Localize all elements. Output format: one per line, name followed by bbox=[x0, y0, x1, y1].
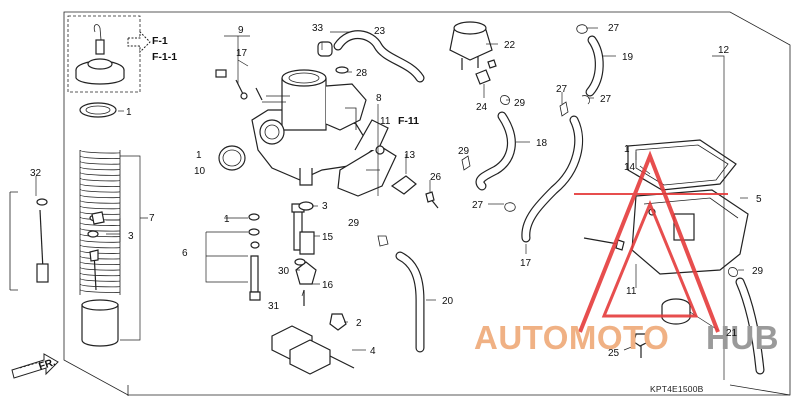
ring-seal bbox=[79, 102, 117, 118]
callout-19: 19 bbox=[622, 52, 634, 63]
callout-1-top-left: 1 bbox=[126, 107, 132, 118]
callout-23: 23 bbox=[374, 26, 386, 37]
callout-6: 6 bbox=[182, 248, 188, 259]
frame-detail bbox=[127, 384, 791, 396]
drain-screw bbox=[425, 191, 439, 209]
callout-29-mid: 29 bbox=[458, 146, 470, 157]
front-arrow bbox=[11, 353, 59, 379]
callout-17-bottom: 17 bbox=[520, 258, 532, 269]
choke-parts bbox=[215, 69, 263, 101]
callout-11-centre: 11 bbox=[380, 116, 391, 127]
gasket-ring bbox=[218, 145, 246, 171]
callout-24: 24 bbox=[476, 102, 488, 113]
callout-14: 14 bbox=[624, 162, 636, 173]
throttle-valve bbox=[81, 299, 119, 347]
callout-18: 18 bbox=[536, 138, 548, 149]
callout-8: 8 bbox=[376, 93, 382, 104]
hose-17 bbox=[521, 115, 584, 243]
callout-20: 20 bbox=[442, 296, 454, 307]
callout-12: 12 bbox=[718, 45, 730, 56]
float-pair bbox=[271, 325, 355, 375]
callout-30: 30 bbox=[278, 266, 290, 277]
bolt-25 bbox=[633, 333, 649, 358]
watermark-logo bbox=[574, 150, 728, 333]
callout-27-mid: 27 bbox=[600, 94, 612, 105]
callout-33: 33 bbox=[312, 23, 324, 34]
hose-23 bbox=[333, 30, 425, 83]
jet-stack bbox=[248, 213, 261, 301]
carburetor-body bbox=[251, 69, 373, 186]
jet-plug bbox=[298, 201, 314, 211]
hose-19 bbox=[585, 35, 604, 97]
float-chamber-gasket bbox=[627, 139, 737, 191]
bracket-clip bbox=[390, 175, 417, 195]
needle-kit-box bbox=[9, 191, 49, 291]
ref-f1: F-1 bbox=[152, 35, 168, 47]
clip-29 bbox=[377, 155, 471, 247]
callout-13: 13 bbox=[404, 150, 416, 161]
callout-32: 32 bbox=[30, 168, 42, 179]
callout-27-low: 27 bbox=[472, 200, 484, 211]
callout-3-left: 3 bbox=[128, 231, 134, 242]
front-label: FR. bbox=[37, 356, 57, 373]
watermark-text-secondary: HUB bbox=[706, 319, 779, 356]
callout-22: 22 bbox=[504, 40, 516, 51]
leader-lines bbox=[35, 27, 748, 380]
valve-screws bbox=[475, 59, 510, 105]
callout-28: 28 bbox=[356, 68, 368, 79]
callout-11-right: 11 bbox=[626, 286, 637, 297]
hose-20 bbox=[395, 251, 425, 353]
callout-1-right: 1 bbox=[624, 144, 630, 155]
hose-18 bbox=[475, 111, 516, 191]
callout-29-bottom: 29 bbox=[752, 266, 764, 277]
callout-27-top: 27 bbox=[608, 23, 620, 34]
callout-3-centre: 3 bbox=[322, 201, 328, 212]
float-chamber-plug bbox=[317, 41, 349, 74]
callout-2: 2 bbox=[356, 318, 362, 329]
needle-jet bbox=[299, 231, 315, 255]
watermark-text-primary: AUTOMOTO bbox=[474, 319, 669, 356]
screw-30 bbox=[294, 258, 306, 266]
top-cap-box bbox=[67, 15, 141, 93]
ref-f11-lower: F-11 bbox=[398, 115, 419, 127]
callout-7: 7 bbox=[149, 213, 155, 224]
ref-f11-upper: F-1-1 bbox=[152, 51, 177, 63]
float-chamber-box bbox=[631, 189, 749, 275]
callout-10: 10 bbox=[194, 166, 206, 177]
callout-21: 21 bbox=[726, 328, 738, 339]
callout-1-centre: 1 bbox=[196, 150, 202, 161]
diagram-code: KPT4E1500B bbox=[650, 384, 704, 394]
callout-26: 26 bbox=[430, 172, 442, 183]
hose-21 bbox=[735, 277, 765, 375]
jet-needle-set bbox=[87, 211, 105, 291]
callout-9: 9 bbox=[238, 25, 244, 36]
callout-31: 31 bbox=[268, 301, 280, 312]
air-cut-valve bbox=[449, 21, 493, 70]
callout-27-left: 27 bbox=[556, 84, 568, 95]
callout-29-right: 29 bbox=[514, 98, 526, 109]
callout-16: 16 bbox=[322, 280, 334, 291]
callout-1-stack: 1 bbox=[224, 214, 230, 225]
callout-17-top: 17 bbox=[236, 48, 248, 59]
callout-5: 5 bbox=[756, 194, 762, 205]
callout-29-centre: 29 bbox=[348, 218, 360, 229]
callout-15: 15 bbox=[322, 232, 334, 243]
callout-25: 25 bbox=[608, 348, 620, 359]
washer-29-b bbox=[728, 267, 738, 277]
small-nut bbox=[329, 313, 347, 331]
callout-4: 4 bbox=[370, 346, 376, 357]
pilot-screw bbox=[583, 237, 625, 251]
reference-arrow bbox=[127, 30, 151, 54]
